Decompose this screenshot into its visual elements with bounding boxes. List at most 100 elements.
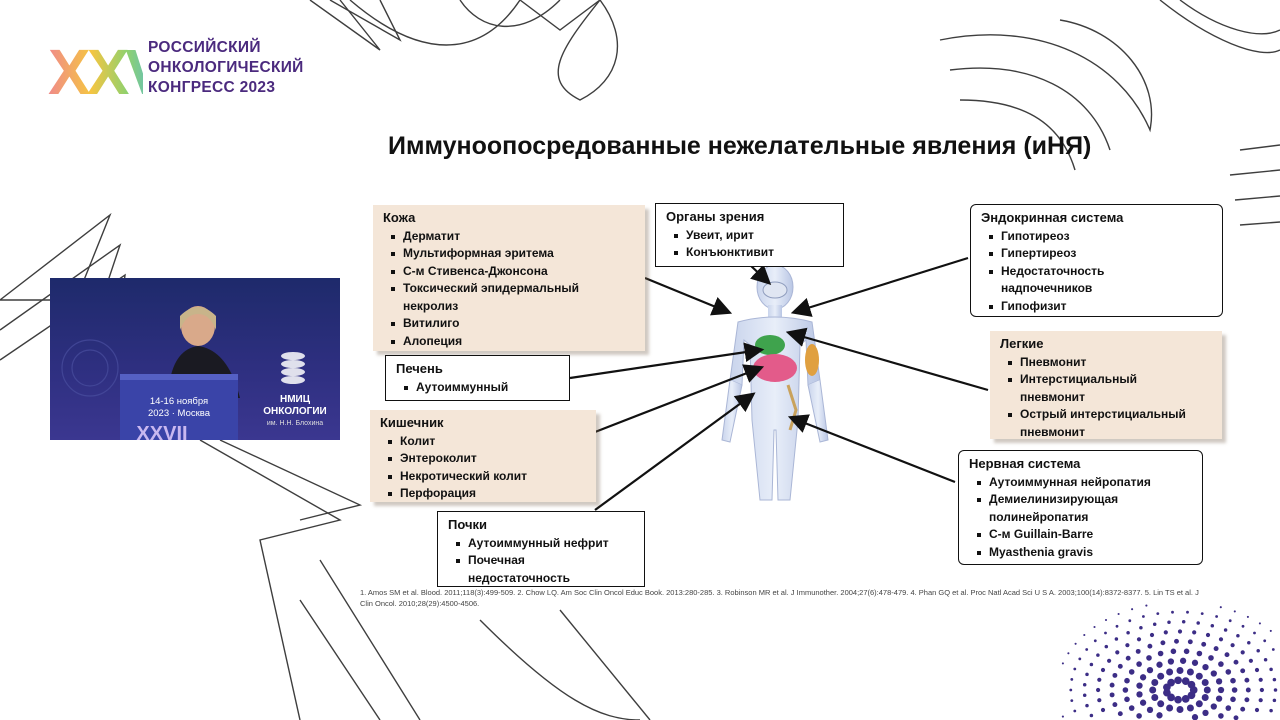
decor-dot	[1061, 662, 1064, 665]
decor-dot	[1167, 678, 1175, 687]
decor-dot	[1263, 657, 1268, 662]
decor-dot	[1215, 615, 1218, 618]
decor-dot	[1096, 653, 1100, 657]
decor-dot	[1230, 677, 1236, 684]
decor-dot	[1187, 680, 1196, 689]
decor-dot	[1125, 655, 1131, 661]
decor-dot	[1147, 643, 1153, 649]
decor-dot	[1151, 694, 1159, 701]
decor-dot	[1248, 658, 1253, 663]
decor-dot	[1096, 687, 1101, 693]
decor-dot	[1085, 703, 1089, 708]
decor-dot	[1157, 672, 1165, 680]
decor-dot	[1135, 648, 1141, 654]
endocrine-box: Эндокринная система Гипотиреоз Гипертире…	[970, 204, 1223, 317]
decor-dot	[1269, 629, 1272, 632]
logo-line-3: КОНГРЕСС 2023	[148, 79, 276, 96]
decor-dot	[1089, 713, 1094, 718]
decor-dot	[1160, 640, 1166, 646]
decor-dot	[1196, 650, 1203, 657]
decor-dot	[1142, 615, 1145, 618]
decor-dot	[1177, 629, 1183, 634]
decor-dot	[1100, 707, 1106, 713]
decor-dot	[1112, 672, 1118, 678]
decor-dot	[1246, 615, 1249, 618]
decor-dot	[1157, 650, 1164, 657]
list-item: Витилиго	[389, 315, 637, 333]
decor-dot	[1240, 668, 1246, 674]
list-item: Аутоиммунный нефрит	[454, 535, 624, 553]
decor-dot	[1183, 648, 1190, 655]
lungs-box: Легкие Пневмонит Интерстициальный пневмо…	[990, 331, 1222, 439]
decor-dot	[1202, 709, 1209, 717]
decor-dot	[1195, 672, 1203, 680]
decor-dot	[1170, 648, 1177, 655]
kidneys-box: Почки Аутоиммунный нефрит Почечная недос…	[437, 511, 645, 587]
decor-dot	[1218, 661, 1224, 667]
decor-dot	[1233, 610, 1236, 613]
decor-dot	[1104, 631, 1107, 635]
decor-dot	[1254, 667, 1260, 673]
decor-dot	[1145, 604, 1148, 607]
nervous-title: Нервная система	[969, 456, 1081, 471]
intestine-title: Кишечник	[380, 415, 444, 430]
decor-dot	[1174, 638, 1179, 644]
decor-dot	[1258, 677, 1263, 682]
decor-dot	[1186, 704, 1194, 712]
decor-dot	[1240, 706, 1246, 712]
decor-dot	[1269, 708, 1273, 713]
list-item: Гипотиреоз	[987, 228, 1127, 246]
decor-dot	[1195, 700, 1203, 708]
liver-box: Печень Аутоиммунный гепатит	[385, 355, 570, 401]
decor-dot	[1186, 668, 1194, 676]
podium-place: 2023 · Москва	[148, 408, 211, 419]
decor-dot	[1230, 696, 1236, 703]
list-item: Острый интерстициальный пневмонит	[1006, 406, 1206, 441]
slide-title: Иммуноопосредованные нежелательные явлен…	[388, 132, 1092, 160]
decor-dot	[1201, 641, 1207, 647]
decor-dot	[1233, 659, 1239, 665]
decor-dot	[1089, 662, 1094, 667]
list-item: Интерстициальный пневмонит	[1006, 371, 1170, 406]
decor-dot	[1258, 622, 1261, 625]
decor-dot	[1067, 652, 1070, 655]
decor-dot	[1070, 678, 1074, 681]
decor-dot	[1136, 637, 1142, 642]
decor-dot	[1112, 702, 1118, 708]
list-item: Перфорация	[386, 485, 588, 503]
decor-dot	[1273, 688, 1278, 692]
decor-dot	[1146, 666, 1154, 674]
decor-dot	[1136, 713, 1142, 719]
decor-dot	[1128, 669, 1135, 675]
decor-dot	[1070, 699, 1074, 702]
decor-dot	[1215, 695, 1223, 702]
decor-dot	[1200, 612, 1204, 615]
decor-dot	[1149, 632, 1155, 638]
list-item: Алопеция	[389, 333, 637, 351]
decor-dot	[1073, 709, 1077, 713]
decor-dot	[1146, 706, 1154, 714]
decor-dot	[1166, 668, 1174, 676]
endocrine-title: Эндокринная система	[981, 210, 1124, 225]
decor-dot	[1230, 643, 1235, 648]
decor-dot	[1093, 639, 1097, 643]
decor-dot	[1240, 650, 1245, 655]
decor-dot	[1136, 682, 1143, 689]
decor-dot	[1210, 624, 1215, 628]
org-line-3: им. Н.Н. Блохина	[267, 420, 323, 427]
human-body-figure	[721, 264, 829, 501]
decor-dot	[1186, 610, 1189, 614]
vision-title: Органы зрения	[666, 209, 765, 224]
decor-dot	[1272, 677, 1277, 682]
decor-dot	[1117, 663, 1123, 669]
decor-dot	[1097, 698, 1102, 703]
list-item: Myasthenia gravis	[975, 544, 1175, 562]
references-footnote: 1. Amos SM et al. Blood. 2011;118(3):499…	[360, 588, 1199, 608]
podium-date: 14-16 ноября	[150, 396, 208, 407]
list-item: Конъюнктивит	[672, 244, 835, 262]
decor-dot	[1125, 643, 1130, 648]
decor-dot	[1082, 693, 1087, 697]
kidneys-title: Почки	[448, 517, 488, 532]
decor-dot	[1128, 705, 1135, 711]
decor-dot	[1136, 661, 1142, 667]
